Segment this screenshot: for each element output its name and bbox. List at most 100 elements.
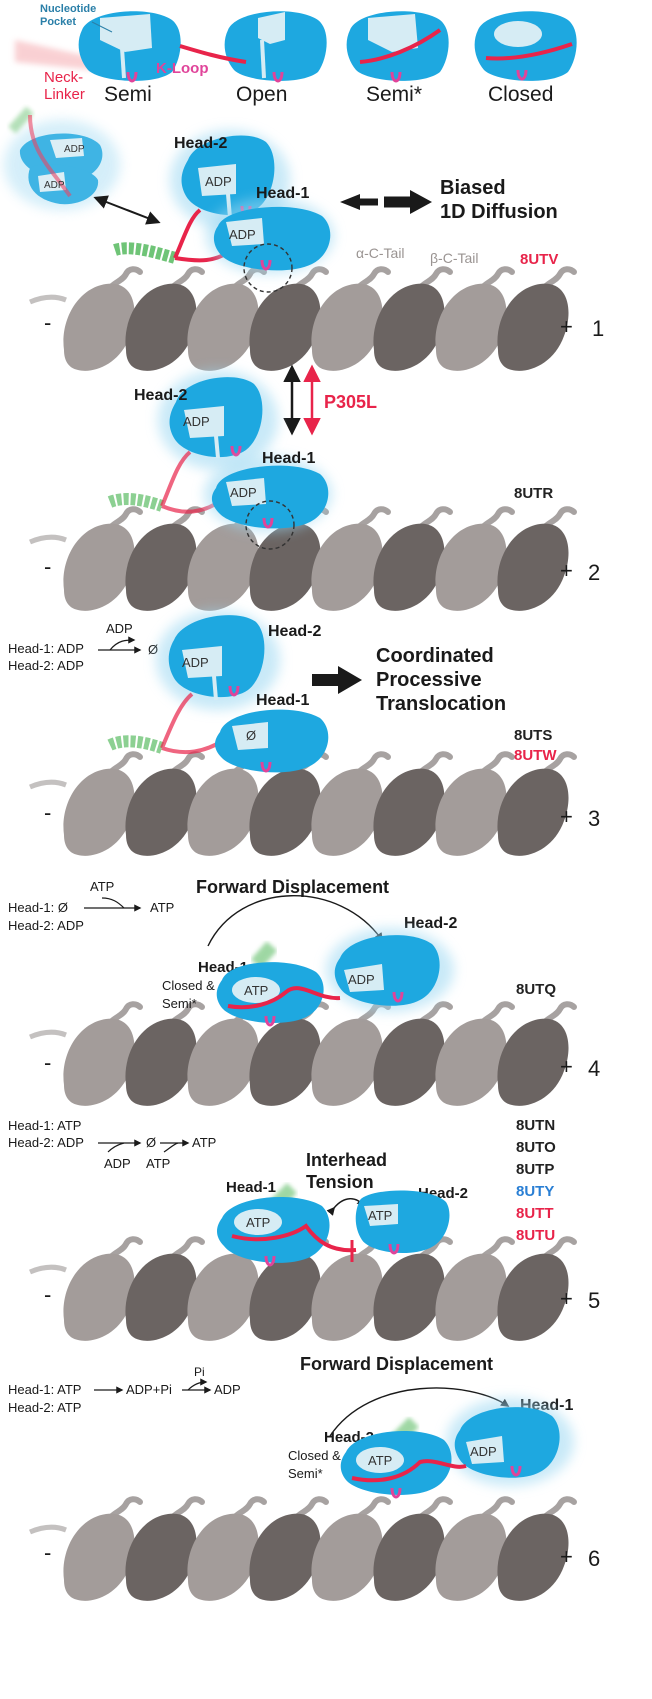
k-loop-highlight-circle	[243, 243, 293, 293]
beta-tubulin	[373, 523, 445, 611]
diffusion-swap-arrow	[93, 195, 161, 225]
reaction-intermediate: ADP+Pi	[126, 1382, 172, 1397]
alpha-tubulin	[63, 1253, 135, 1341]
panel-number: 1	[592, 316, 604, 341]
neck-linker-glow	[15, 40, 95, 70]
alpha-tubulin	[63, 1513, 135, 1601]
beta-tubulin	[125, 283, 197, 371]
alpha-tail-label: α-C-Tail	[356, 245, 405, 261]
beta-tubulin	[373, 1253, 445, 1341]
state-legend: Nucleotide Pocket Neck- Linker K-Loop Se…	[15, 3, 577, 106]
pdb-id: 8UTV	[520, 251, 558, 268]
nucleotide-label: ADP	[229, 227, 256, 242]
nucleotide-label: ADP	[205, 174, 232, 189]
beta-tubulin	[373, 283, 445, 371]
head-2-label: Head-2	[174, 135, 227, 152]
alpha-tubulin	[63, 283, 135, 371]
nucleotide-label: ATP	[246, 1215, 270, 1230]
head-1-label: Head-1	[226, 1179, 276, 1196]
beta-tubulin	[373, 1513, 445, 1601]
panel-4: Forward Displacement Head-1: Ø ATP ATP H…	[8, 877, 600, 1106]
nucleotide-label: ADP	[182, 655, 209, 670]
neck-linker-label-2: Linker	[44, 86, 85, 103]
nucleotide-label: ADP	[470, 1444, 497, 1459]
reaction-head-1: Head-1: ATP	[8, 1382, 81, 1397]
panel-number: 2	[588, 560, 600, 585]
pdb-id: 8UTO	[516, 1139, 556, 1156]
nucleotide-label: ADP	[44, 180, 65, 191]
reaction-head-1: Head-1: Ø	[8, 900, 68, 915]
beta-tubulin	[497, 283, 569, 371]
state-semi-label: Semi	[104, 83, 152, 106]
pdb-id: 8UTP	[516, 1161, 554, 1178]
state-label: Closed &	[162, 978, 215, 993]
panel-5: Head-1: ATP Head-2: ADP Ø ATP ADP ATP In…	[8, 1117, 600, 1341]
minus-end-label: -	[44, 1050, 51, 1075]
displacement-arc	[207, 895, 383, 947]
process-label: 1D Diffusion	[440, 201, 558, 223]
coiled-coil	[113, 242, 177, 264]
alpha-tubulin	[187, 1018, 259, 1106]
reaction-head-2: Head-2: ADP	[8, 1135, 84, 1150]
c-tail	[29, 534, 67, 545]
k-loop-label: K-Loop	[156, 60, 208, 77]
panel-3: Head-1: ADP ADP Ø Head-2: ADP ADP Ø Head…	[8, 610, 600, 856]
nucleotide-pocket-label-2: Pocket	[40, 16, 76, 28]
reaction-intermediate: Ø	[146, 1135, 156, 1150]
alpha-tubulin	[311, 1513, 383, 1601]
k-loop-highlight-circle	[245, 500, 295, 550]
alpha-tubulin	[63, 1018, 135, 1106]
process-label: Translocation	[376, 693, 506, 715]
microtubule-2	[29, 506, 577, 611]
pdb-id: 8UTS	[514, 727, 552, 744]
beta-tubulin	[249, 1513, 321, 1601]
reaction-head-2: Head-2: ATP	[8, 1400, 81, 1415]
beta-tubulin	[497, 1513, 569, 1601]
beta-tubulin	[497, 1018, 569, 1106]
reaction-substrate: ATP	[90, 879, 114, 894]
reaction-head-2: Head-2: ADP	[8, 918, 84, 933]
plus-end-label: +	[560, 314, 573, 339]
c-tail	[29, 1029, 67, 1040]
beta-tubulin	[249, 523, 321, 611]
plus-end-label: +	[560, 804, 573, 829]
reaction-released: Pi	[194, 1365, 205, 1379]
pdb-id: 8UTR	[514, 485, 553, 502]
panel-1: ADP ADP ADP ADP Head-2 Head-1 Biased 1D …	[4, 106, 604, 371]
c-tail	[29, 294, 67, 305]
nucleotide-pocket-label-1: Nucleotide	[40, 3, 96, 15]
reaction-product: ADP	[214, 1382, 241, 1397]
beta-tubulin	[373, 1018, 445, 1106]
head-1-label: Head-1	[262, 450, 315, 467]
beta-tubulin	[497, 1253, 569, 1341]
beta-tubulin	[249, 768, 321, 856]
microtubule-4	[29, 1001, 577, 1106]
panel-number: 4	[588, 1056, 600, 1081]
head-1-label: Head-1	[256, 185, 309, 202]
reaction-bound: ATP	[146, 1156, 170, 1171]
nucleotide-label: ADP	[183, 414, 210, 429]
alpha-tubulin	[435, 1018, 507, 1106]
beta-tubulin	[497, 523, 569, 611]
minus-end-label: -	[44, 310, 51, 335]
panel-title: Interhead	[306, 1150, 387, 1170]
c-tail	[29, 1524, 67, 1535]
beta-tubulin	[497, 768, 569, 856]
reaction-head-2: Head-2: ADP	[8, 658, 84, 673]
nucleotide-label: ADP	[348, 972, 375, 987]
nucleotide-label: ATP	[368, 1208, 392, 1223]
alpha-tubulin	[311, 1253, 383, 1341]
head-open	[224, 11, 327, 83]
alpha-tubulin	[311, 1018, 383, 1106]
nucleotide-label: ADP	[64, 144, 85, 155]
head-semi-star	[346, 11, 449, 83]
beta-tubulin	[249, 283, 321, 371]
alpha-tubulin	[63, 768, 135, 856]
pdb-id: 8UTT	[516, 1205, 554, 1222]
process-label: Coordinated	[376, 645, 494, 667]
state-closed-label: Closed	[488, 83, 553, 106]
head-2-label: Head-2	[404, 915, 457, 932]
alpha-tubulin	[187, 523, 259, 611]
open-neck-linker	[179, 44, 247, 64]
